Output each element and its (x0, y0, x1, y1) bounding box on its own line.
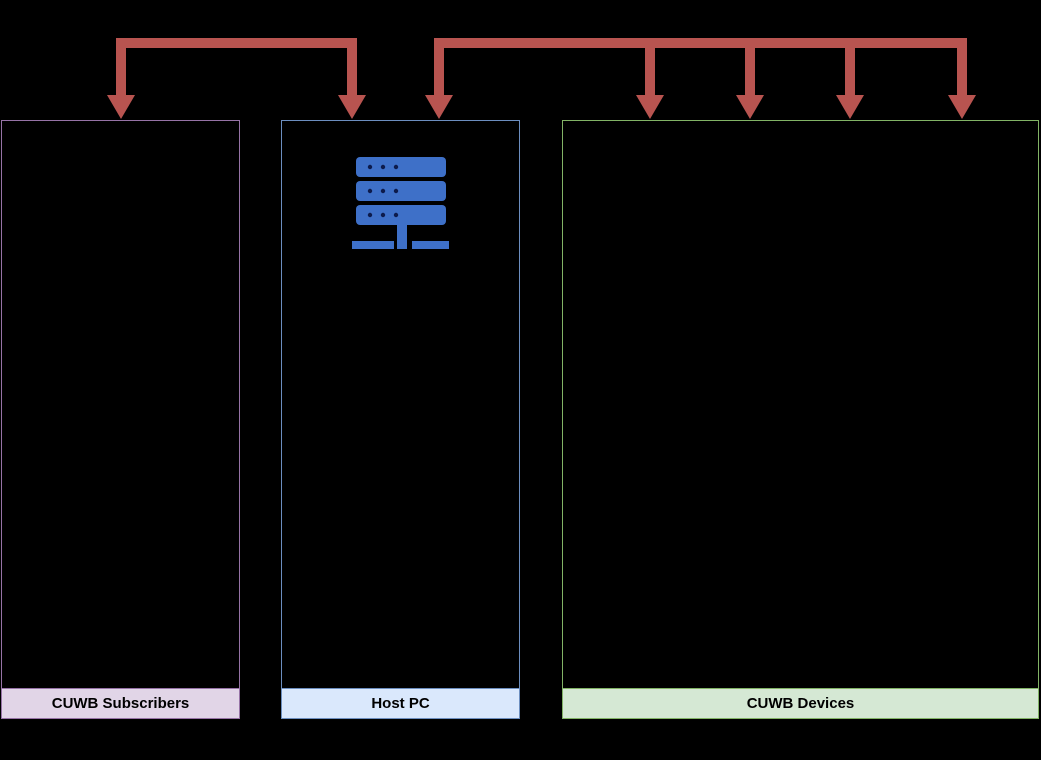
arrow-line (434, 38, 444, 95)
server-icon (352, 157, 449, 249)
panel-cuwb-subscribers: CUWB Subscribers (1, 120, 240, 719)
arrow-line (117, 38, 357, 48)
arrow-line (957, 38, 967, 95)
arrow-line (347, 38, 357, 95)
arrow-down-icon (836, 95, 864, 119)
arrow-line (116, 38, 126, 95)
panel-cuwb-devices: CUWB Devices (562, 120, 1039, 719)
arrow-line (845, 38, 855, 95)
arrow-line (645, 38, 655, 95)
panel-host-pc: Host PC (281, 120, 520, 719)
panel-cuwb-subscribers-label: CUWB Subscribers (2, 688, 239, 718)
panel-host-pc-label: Host PC (282, 688, 519, 718)
panel-cuwb-devices-label: CUWB Devices (563, 688, 1038, 718)
arrow-down-icon (736, 95, 764, 119)
arrow-down-icon (107, 95, 135, 119)
arrow-line (434, 38, 967, 48)
arrow-line (745, 38, 755, 95)
arrow-down-icon (425, 95, 453, 119)
arrow-down-icon (338, 95, 366, 119)
arrow-down-icon (636, 95, 664, 119)
arrow-down-icon (948, 95, 976, 119)
